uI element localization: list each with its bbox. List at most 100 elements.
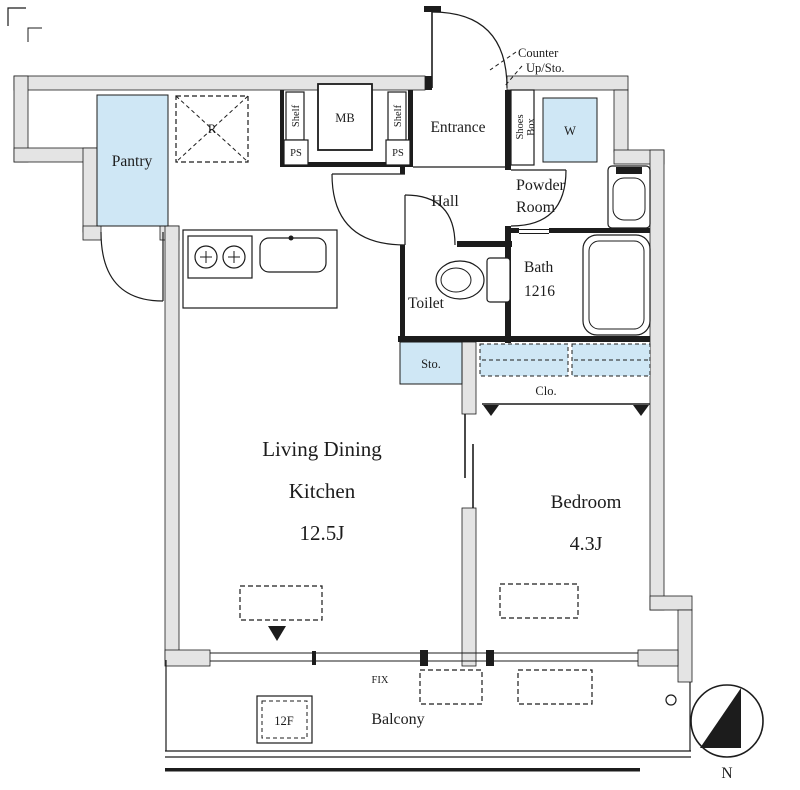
- washer-label: W: [564, 124, 576, 138]
- exterior-wall-south-chunk-left: [164, 649, 211, 667]
- exterior-wall-se-step: [649, 595, 693, 611]
- bath-size-label: 1216: [524, 283, 555, 300]
- dashed-furniture-bedroom: [499, 583, 579, 619]
- pantry-door-arc: [100, 231, 164, 302]
- pantry-label: Pantry: [112, 153, 153, 170]
- entrance-label: Entrance: [430, 119, 485, 136]
- toilet-icon: [435, 257, 511, 303]
- compass-needle: [700, 688, 741, 748]
- entrance-door-arc: [431, 11, 508, 89]
- room-pantry-fill: [96, 94, 169, 227]
- meter-box-label: MB: [335, 111, 354, 125]
- closet-label: Clo.: [535, 384, 556, 398]
- exterior-wall-pantry-west: [82, 147, 98, 233]
- crop-marks: [7, 7, 42, 42]
- dashed-furniture-balcony-2: [517, 669, 593, 705]
- ldk-label-2: Kitchen: [289, 479, 356, 503]
- crop-mark-inner: [27, 27, 42, 42]
- fridge-space: [175, 95, 249, 163]
- shoes-box-label-1: Shoes: [515, 114, 526, 139]
- floor-hatch-label: 12F: [274, 714, 294, 728]
- exterior-wall-ldk-west: [164, 225, 180, 661]
- exterior-wall-east: [649, 149, 665, 611]
- pipe-bracket-right: [633, 405, 649, 416]
- storage-space: [399, 341, 463, 385]
- exterior-walls: [13, 75, 693, 683]
- toilet-door-arc: [404, 194, 456, 246]
- entrance-door-jamb-top: [424, 6, 441, 12]
- interior-wall-entrance-jamb: [425, 76, 432, 90]
- interior-wall-bath-top-a: [511, 228, 519, 233]
- fridge-diagonal-2: [175, 95, 249, 163]
- windows: [210, 626, 638, 666]
- ps-right-label: PS: [392, 148, 404, 159]
- counter-note-leader-2: [503, 65, 523, 88]
- exterior-wall-top-right: [506, 75, 629, 91]
- blue-areas: [96, 94, 651, 385]
- ps-right-box: [385, 139, 411, 166]
- fridge-label: R: [208, 122, 217, 136]
- powder-door-arc: [510, 169, 567, 227]
- interior-wall-entrance-west: [408, 90, 413, 167]
- interior-wall-bath-top-b: [549, 228, 650, 233]
- fix-label: FIX: [372, 675, 389, 686]
- hanger-pipe: [482, 403, 650, 416]
- ps-left-box: [283, 139, 309, 166]
- interior-wall-toilet-top: [457, 241, 512, 247]
- labels: Pantry R Shelf PS MB Shelf PS Entrance S…: [112, 46, 622, 728]
- washer-space: [542, 97, 598, 163]
- interior-wall-bedroom-lower: [461, 507, 477, 667]
- counter-note-leaders: [489, 51, 523, 88]
- interior-wall-toilet-west: [400, 245, 405, 343]
- ldk-label-1: Living Dining: [262, 437, 382, 461]
- window-mullion-1: [420, 650, 428, 666]
- interior-wall-bedroom-upper: [461, 341, 477, 415]
- interior-wall-middle-bottom: [398, 336, 650, 342]
- sink-icon: [259, 235, 327, 273]
- kitchen-counter: [182, 229, 338, 309]
- dashed-furniture-balcony-1: [419, 669, 483, 705]
- meter-box: [317, 83, 373, 151]
- compass-north-label: N: [721, 765, 732, 782]
- counter-note-label-2: Up/Sto.: [526, 61, 565, 75]
- bath-label: Bath: [524, 259, 554, 276]
- exterior-wall-se: [677, 609, 693, 683]
- ldk-size-label: 12.5J: [300, 521, 345, 545]
- toilet-label: Toilet: [408, 295, 445, 312]
- hall-label: Hall: [431, 193, 459, 210]
- shoes-box: [510, 89, 535, 166]
- bedroom-size-label: 4.3J: [570, 533, 603, 555]
- stove-icon: [187, 235, 253, 279]
- balcony: [165, 660, 691, 772]
- bedroom-label: Bedroom: [551, 492, 622, 513]
- drain-icon: [665, 694, 677, 706]
- interior-wall-shelf-left: [280, 90, 284, 167]
- floor-hatch-inner: [261, 700, 308, 739]
- bathtub-icon: [582, 234, 651, 336]
- exterior-wall-pantry-south-a: [82, 225, 102, 241]
- compass-icon: N: [690, 684, 764, 782]
- crop-mark-outer: [7, 7, 26, 26]
- compass-circle: [690, 684, 764, 758]
- section-marker-triangle: [268, 626, 286, 641]
- ldk-window-mullion: [312, 651, 316, 665]
- counter-note-leader-1: [489, 51, 517, 71]
- floor-hatch: [256, 695, 313, 744]
- doors: [100, 6, 567, 508]
- shelf-right-label: Shelf: [393, 104, 404, 127]
- pipe-bracket-left: [483, 405, 499, 416]
- exterior-wall-south-chunk-right: [637, 649, 679, 667]
- mirror-cabinet: [616, 167, 642, 174]
- storage-label: Sto.: [421, 357, 441, 371]
- window-mullion-2: [486, 650, 494, 666]
- shelf-left-label: Shelf: [291, 104, 302, 127]
- interior-wall-kitchen-top: [280, 162, 412, 167]
- fridge-diagonal-1: [175, 95, 249, 163]
- dashed-furniture-ldk: [239, 585, 323, 621]
- balcony-label: Balcony: [371, 711, 424, 728]
- ps-left-label: PS: [290, 148, 302, 159]
- counter-note-label-1: Counter: [518, 46, 559, 60]
- interior-wall-powder-west: [505, 90, 511, 170]
